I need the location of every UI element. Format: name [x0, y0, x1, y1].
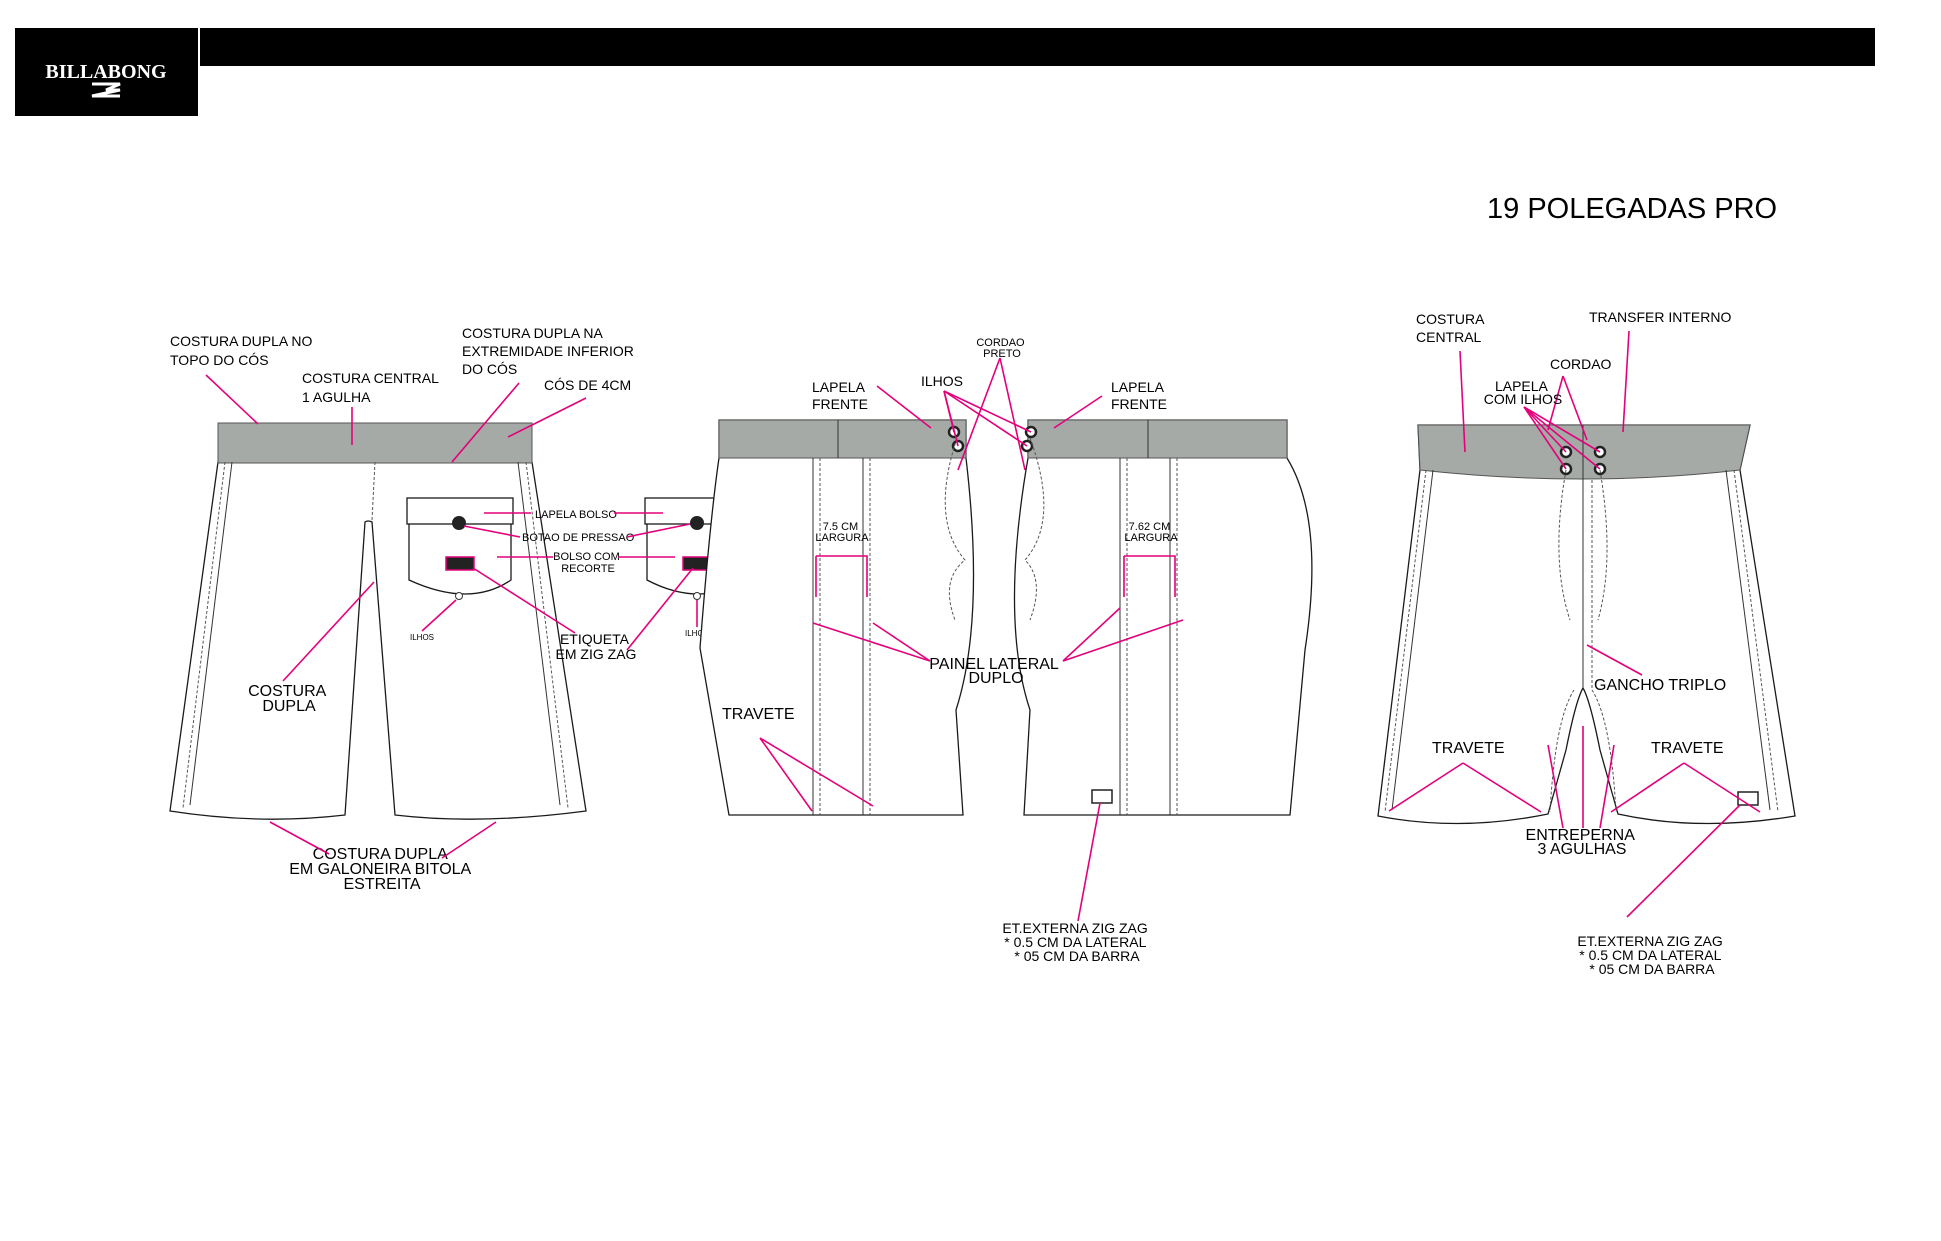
label-etiqueta: ETIQUETA EM ZIG ZAG [556, 631, 637, 662]
label-cos: CÓS DE 4CM [544, 377, 631, 393]
back-pocket [406, 497, 514, 600]
label-costura-extremidade: COSTURA DUPLA NA EXTREMIDADE INFERIOR DO… [462, 325, 638, 377]
label-lapela-frente-left: LAPELA FRENTE [812, 379, 868, 412]
side-right-outline [1013, 419, 1313, 816]
label-costura-dupla: COSTURA DUPLA [248, 683, 330, 715]
label-lapela-bolso: LAPELA BOLSO [535, 509, 617, 521]
label-et-externa-front: ET.EXTERNA ZIG ZAG * 0.5 CM DA LATERAL *… [1577, 933, 1726, 977]
header: BILLABONG 19 POLEGADAS PRO [15, 28, 1875, 225]
label-bolso-recorte: BOLSO COM RECORTE [553, 551, 623, 575]
label-cordao-preto: CORDAO PRETO [976, 337, 1027, 360]
header-bar [200, 28, 1875, 66]
label-ilhos-pocket: ILHOS [685, 629, 709, 638]
back-shorts-outline [169, 461, 587, 820]
label-largura-right: 7.62 CM LARGURA [1124, 521, 1178, 544]
label-ilhos-side: ILHOS [921, 373, 963, 389]
label-cordao-front: CORDAO [1550, 356, 1612, 372]
label-galoneira: COSTURA DUPLA EM GALONEIRA BITOLA ESTREI… [289, 846, 475, 893]
label-transfer: TRANSFER INTERNO [1589, 309, 1731, 325]
label-costura-dupla-topo: COSTURA DUPLA NO TOPO DO CÓS [170, 333, 316, 368]
front-view: COSTURA CENTRAL TRANSFER INTERNO CORDAO … [1377, 309, 1796, 977]
label-painel-lateral: PAINEL LATERAL DUPLO [929, 656, 1062, 687]
logo-box [15, 28, 198, 116]
brand-wordmark: BILLABONG [45, 61, 167, 83]
brand-logo: BILLABONG [45, 61, 167, 98]
label-travete-side: TRAVETE [722, 706, 795, 723]
front-shorts-outline [1377, 424, 1796, 825]
back-waistband [217, 422, 533, 464]
label-travete-front-left: TRAVETE [1432, 740, 1505, 757]
back-view: COSTURA DUPLA NO TOPO DO CÓS COSTURA CEN… [169, 325, 750, 893]
side-left-outline [699, 419, 975, 816]
label-et-externa-side: ET.EXTERNA ZIG ZAG * 0.5 CM DA LATERAL *… [1002, 920, 1151, 964]
page-title: 19 POLEGADAS PRO [1487, 193, 1777, 225]
label-botao: BOTAO DE PRESSAO [522, 532, 635, 544]
label-ilhos-back: ILHOS [410, 633, 434, 642]
side-view: CORDAO PRETO ILHOS LAPELA FRENTE LAPELA … [699, 337, 1313, 964]
label-costura-central-front: COSTURA CENTRAL [1416, 311, 1488, 345]
label-largura-left: 7.5 CM LARGURA [815, 521, 869, 544]
label-entreperna: ENTREPERNA 3 AGULHAS [1526, 827, 1639, 858]
label-gancho: GANCHO TRIPLO [1594, 677, 1726, 694]
label-travete-front-right: TRAVETE [1651, 740, 1724, 757]
label-costura-central-back: COSTURA CENTRAL 1 AGULHA [302, 370, 442, 405]
label-lapela-frente-right: LAPELA FRENTE [1111, 379, 1167, 412]
label-lapela-ilhos: LAPELA COM ILHOS [1484, 378, 1563, 407]
